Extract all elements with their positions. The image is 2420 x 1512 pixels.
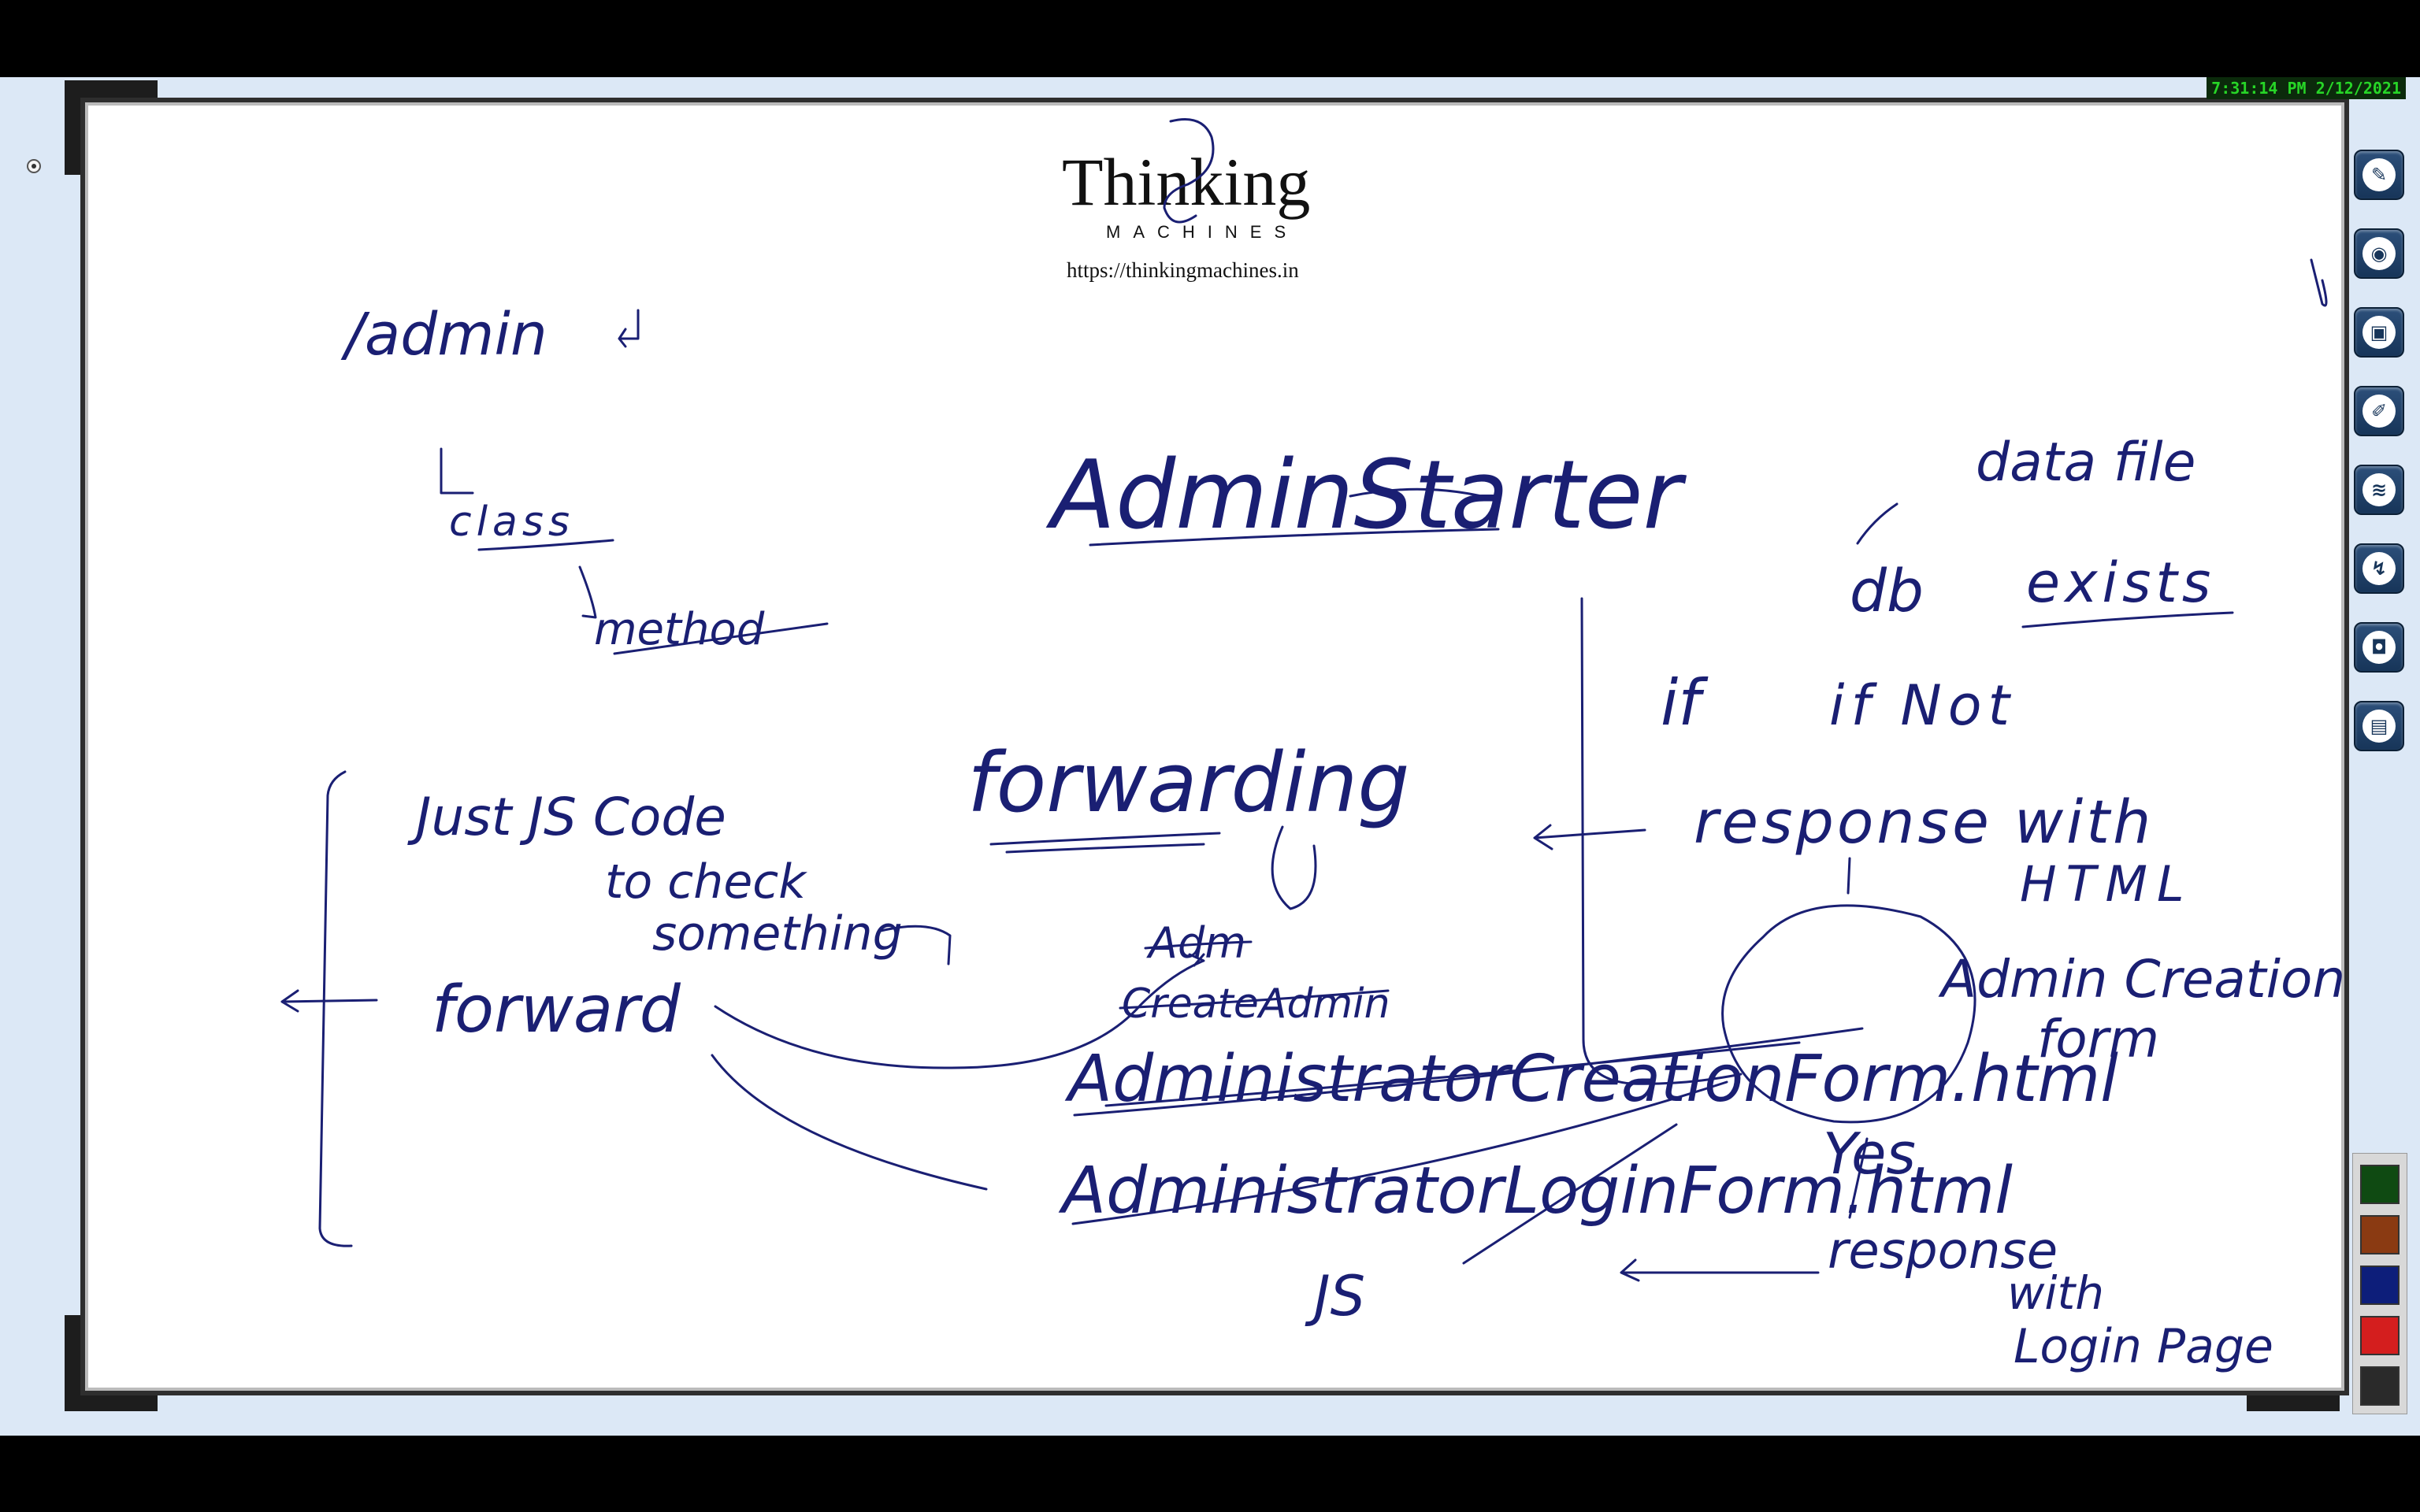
note-to-check: to check: [605, 854, 807, 910]
board-button[interactable]: ▤: [2354, 701, 2404, 751]
camera-icon: ◘: [2362, 631, 2396, 664]
note-response-with: response with: [1694, 787, 2154, 857]
note-if-not: if Not: [1829, 673, 2016, 738]
note-method: method: [594, 604, 765, 655]
note-forwarding: forwarding: [967, 735, 1409, 831]
palette-icon: ◉: [2362, 237, 2396, 270]
board-icon: ▤: [2362, 710, 2396, 743]
bottom-black-bar: [0, 1436, 2420, 1512]
strike-starter: [1349, 487, 1501, 502]
pen-tool-icon: ✎: [2362, 158, 2396, 191]
note-response-login: response: [1828, 1222, 2058, 1280]
screen-capture-button[interactable]: ▣: [2354, 307, 2404, 358]
arrow-to-method: [578, 565, 597, 619]
color-swatch-green[interactable]: [2360, 1165, 2400, 1204]
screen-capture-icon: ▣: [2362, 316, 2396, 349]
descender-g: [1271, 825, 1317, 910]
note-form: form: [2037, 1009, 2159, 1069]
palette-button[interactable]: ◉: [2354, 228, 2404, 279]
return-arrow: [618, 309, 640, 348]
tree-connector: [440, 447, 474, 495]
line-response-to-circle: [1847, 857, 1851, 895]
underline-login-form: [1071, 1080, 1728, 1225]
something-tail: [879, 925, 952, 965]
color-swatch-blue[interactable]: [2360, 1266, 2400, 1305]
color-swatch-brown[interactable]: [2360, 1215, 2400, 1254]
color-swatch-black[interactable]: [2360, 1366, 2400, 1406]
yes-tail: [1848, 1137, 1869, 1219]
underline-method: [613, 622, 829, 655]
note-admin: /admin: [340, 301, 547, 369]
logo-subtitle: MACHINES: [1106, 222, 1298, 242]
side-toolbar: ✎ ◉ ▣ ✐ ≋ ↯ ◘ ▤: [2354, 150, 2409, 780]
note-html: HTML: [2020, 855, 2194, 913]
note-create-admin: CreateAdmin: [1122, 980, 1390, 1028]
laser-pointer-button[interactable]: ↯: [2354, 543, 2404, 594]
underline-admin-starter: [1089, 528, 1500, 547]
edge-mark: [2310, 258, 2328, 307]
html-circle: [1721, 904, 1976, 1124]
note-data-file: data file: [1976, 432, 2195, 494]
camera-button[interactable]: ◘: [2354, 622, 2404, 673]
highlighter-icon: ✐: [2362, 395, 2396, 428]
note-just-js-code: Just JS Code: [407, 787, 726, 847]
forward-arrow-upper: [714, 953, 1205, 1069]
clock-display: 7:31:14 PM 2/12/2021: [2207, 77, 2406, 99]
line-if-to-js: [1462, 1123, 1678, 1265]
highlighter-button[interactable]: ✐: [2354, 386, 2404, 436]
color-palette: [2352, 1153, 2407, 1414]
left-bracket: [318, 770, 353, 1247]
left-arrow-forward: [280, 989, 378, 1013]
note-with: with: [2007, 1266, 2104, 1320]
laser-pointer-icon: ↯: [2362, 552, 2396, 585]
ink-layer: Thinking MACHINES https://thinkingmachin…: [280, 118, 2344, 1374]
note-admin-creation: Admin Creation: [1938, 949, 2344, 1010]
logo-title: Thinking: [1062, 144, 1310, 220]
pen-tool-button[interactable]: ✎: [2354, 150, 2404, 200]
underline-exists: [2021, 611, 2234, 628]
note-exists: exists: [2026, 550, 2215, 615]
forward-arrow-lower: [711, 1054, 988, 1191]
note-something: something: [652, 906, 903, 962]
note-forward: forward: [432, 973, 681, 1047]
note-db: db: [1850, 558, 1924, 625]
radio-indicator-icon[interactable]: [27, 159, 41, 173]
vertical-divider: [1580, 597, 1743, 1085]
color-swatch-red[interactable]: [2360, 1316, 2400, 1355]
note-admin-creation-form: AdministratorCreationForm.html: [1064, 1042, 2118, 1117]
underline-class: [477, 539, 614, 551]
note-yes: Yes: [1823, 1121, 1916, 1187]
note-login-page: Login Page: [2014, 1319, 2273, 1374]
underline-forwarding: [989, 832, 1221, 854]
left-arrow-login: [1620, 1258, 1820, 1282]
layers-button[interactable]: ≋: [2354, 465, 2404, 515]
strike-create-admin: [1119, 989, 1390, 1010]
whiteboard-canvas[interactable]: Thinking MACHINES https://thinkingmachin…: [80, 98, 2349, 1395]
logo-url: https://thinkingmachines.in: [1067, 258, 1299, 282]
note-class: class: [449, 498, 574, 546]
note-if-not-if: if: [1661, 666, 1709, 739]
note-js: JS: [1305, 1264, 1365, 1329]
strike-adm: [1144, 940, 1253, 950]
logo-scribble: [1163, 118, 1215, 224]
underline-creation-form: [1073, 1027, 1864, 1117]
left-arrow-response: [1533, 824, 1646, 850]
layers-icon: ≋: [2362, 473, 2396, 506]
db-to-data-file: [1856, 502, 1899, 545]
